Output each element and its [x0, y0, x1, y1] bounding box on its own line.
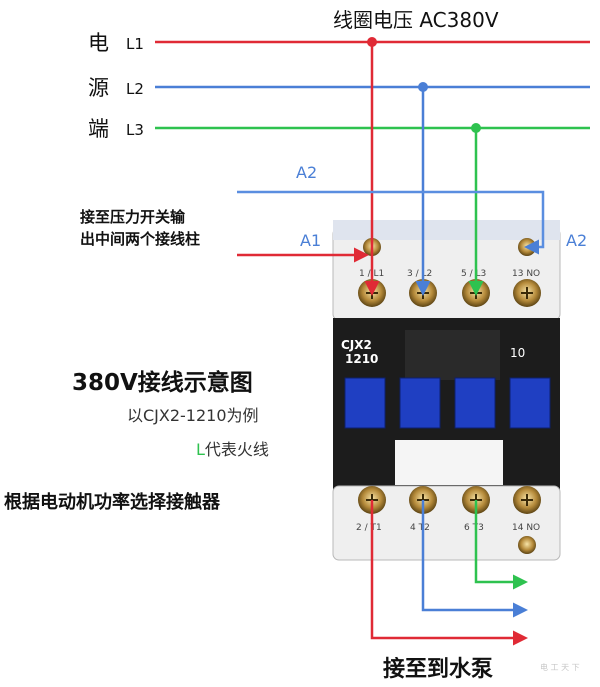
pressure-switch-note-line1: 接至压力开关输: [80, 208, 186, 226]
top-terminal-label-3: 5 / L3: [461, 269, 486, 279]
source-label-l2: L2: [126, 80, 144, 98]
model-name: CJX2: [341, 338, 372, 352]
bottom-terminal-label-4: 14 NO: [512, 523, 540, 533]
junction-l2: [418, 82, 428, 92]
diagram-heading: 380V接线示意图: [72, 369, 253, 396]
top-cover: [333, 220, 560, 240]
aux-contact-label: 10: [510, 346, 525, 360]
source-label-l3: L3: [126, 121, 144, 139]
bottom-terminal-label-3: 6 T3: [464, 523, 484, 533]
junction-l1: [367, 37, 377, 47]
legend-line: L代表火线: [196, 440, 269, 459]
model-number: 1210: [345, 352, 378, 366]
source-label-l1: L1: [126, 35, 144, 53]
legend-text: 代表火线: [205, 440, 269, 459]
bottom-terminal-label-2: 4 T2: [410, 523, 430, 533]
source-char-l3: 端: [88, 117, 109, 141]
top-terminal-label-2: 3 / L2: [407, 269, 432, 279]
front-label-plate: [395, 440, 503, 485]
contact-button-1: [344, 377, 386, 429]
output-note: 接至到水泵: [383, 657, 493, 682]
contactor: 1 / L1 3 / L2 5 / L3 13 NO 2 / T1 4 T2 6…: [332, 220, 561, 561]
contact-button-4: [509, 377, 551, 429]
a2-right-label: A2: [566, 231, 587, 250]
wire-a2: [237, 190, 545, 255]
contact-button-3: [454, 377, 496, 429]
legend-l: L: [196, 440, 205, 459]
out-t1: [370, 500, 528, 646]
coil-voltage-title: 线圈电压 AC380V: [333, 8, 499, 32]
a1-label: A1: [300, 231, 321, 250]
junction-l3: [471, 123, 481, 133]
out-t3: [474, 500, 528, 590]
top-terminal-label-4: 13 NO: [512, 269, 540, 279]
contact-button-2: [399, 377, 441, 429]
out-t2: [421, 500, 528, 618]
source-char-l1: 电: [88, 31, 109, 55]
body-recess: [405, 330, 500, 380]
source-char-l2: 源: [88, 76, 109, 100]
pressure-switch-note-line2: 出中间两个接线柱: [80, 230, 200, 248]
bottom-terminal-label-1: 2 / T1: [356, 523, 382, 533]
bottom-terminal-block: [332, 485, 561, 561]
a2-wire-label: A2: [296, 163, 317, 182]
example-note: 以CJX2-1210为例: [127, 406, 259, 425]
watermark: 电 工 天 下: [540, 662, 580, 672]
contactor-selection-note: 根据电动机功率选择接触器: [4, 491, 221, 513]
screw-bottom-aux: [518, 536, 536, 554]
